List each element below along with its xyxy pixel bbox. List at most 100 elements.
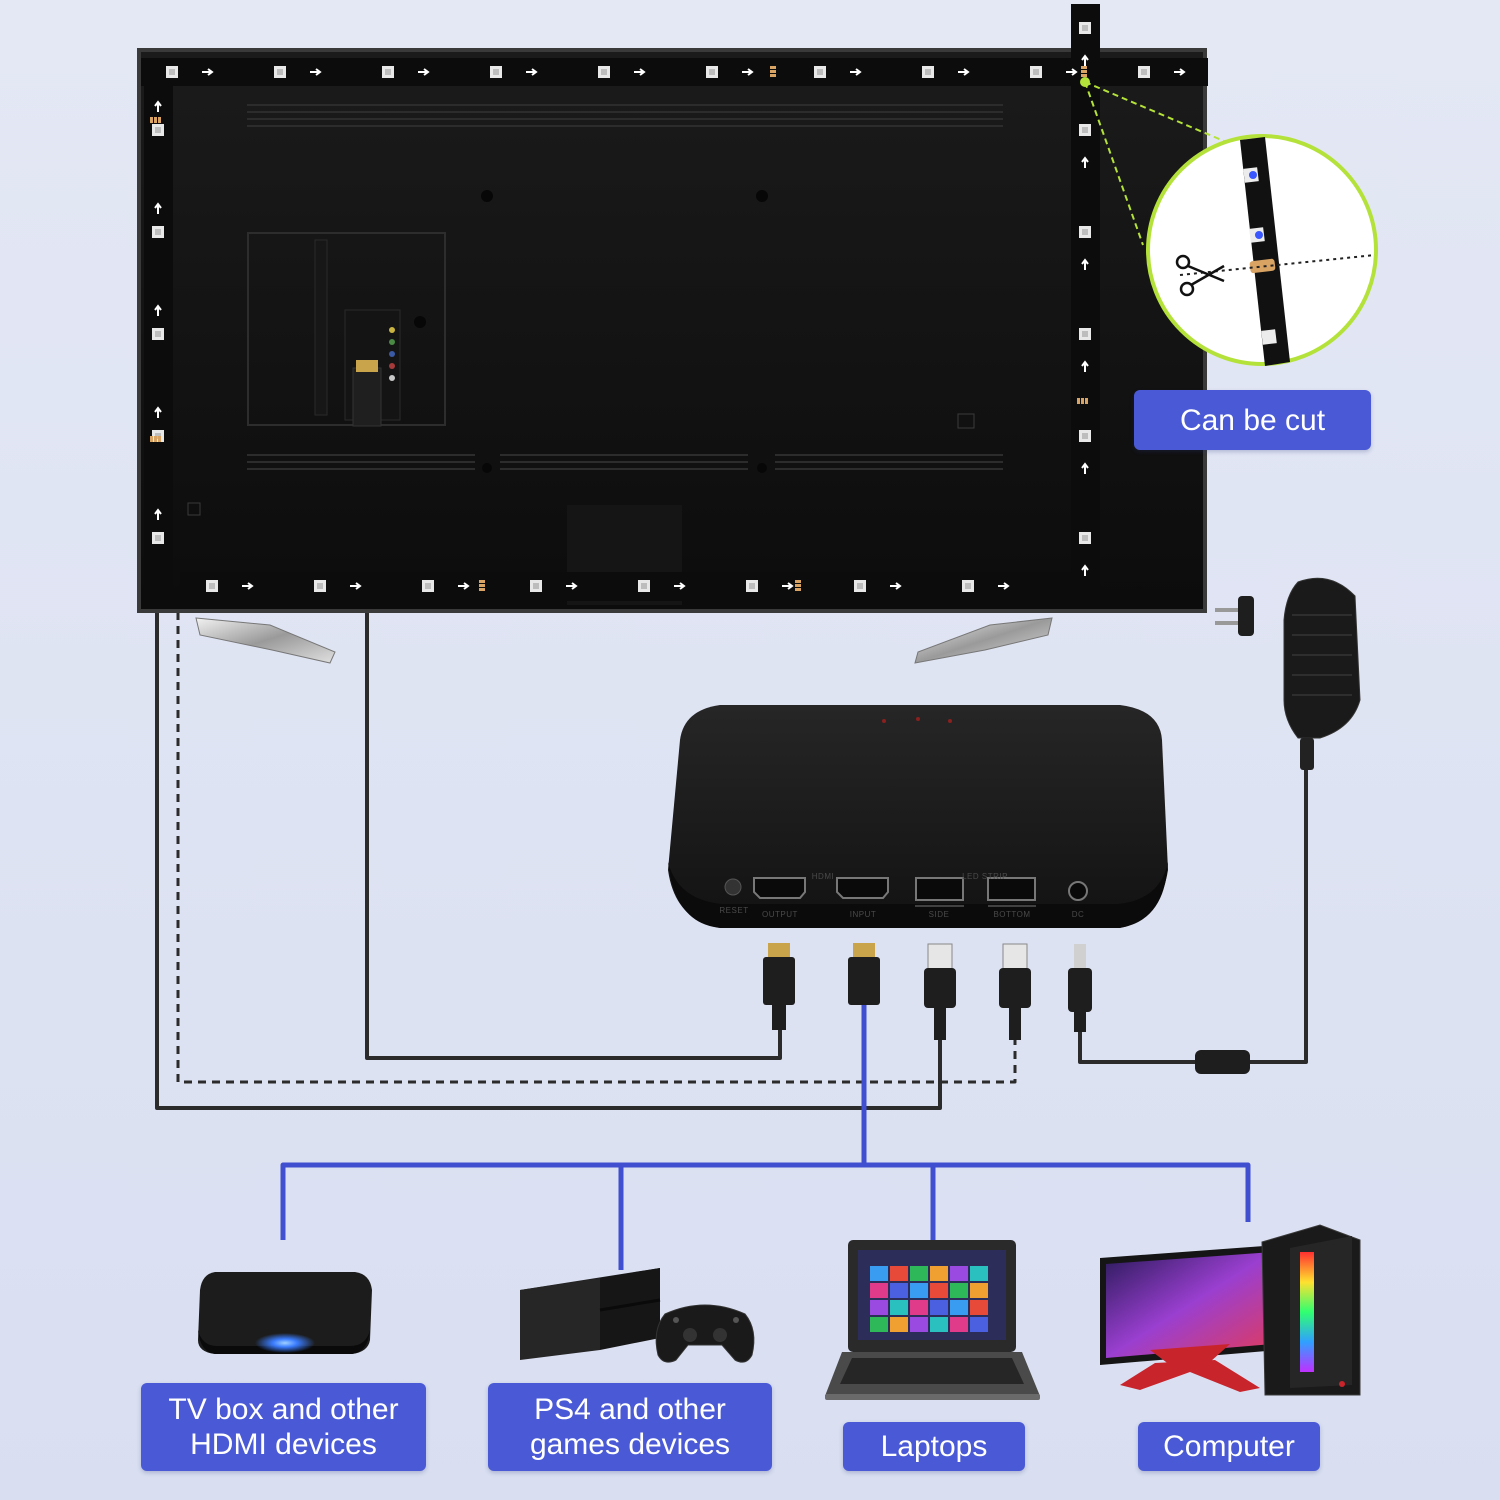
- arrow-icon: [350, 582, 362, 590]
- copper-pad: [770, 66, 776, 69]
- power-adapter-icon: [1195, 577, 1361, 1074]
- hub-label-side: SIDE: [928, 910, 950, 919]
- laptop-tile: [910, 1317, 928, 1332]
- copper-pad: [795, 588, 801, 591]
- arrow-icon: [1081, 54, 1089, 66]
- copper-pad: [770, 70, 776, 73]
- laptop-tile: [890, 1300, 908, 1315]
- usb-side-port: [915, 877, 964, 901]
- ps4-device: [520, 1268, 755, 1363]
- arrow-icon: [1081, 360, 1089, 372]
- laptop-tile: [890, 1266, 908, 1281]
- arrow-icon: [1081, 462, 1089, 474]
- tv-box-label: TV box and other HDMI devices: [141, 1383, 426, 1471]
- dc-connector-icon: [1068, 944, 1092, 1032]
- arrow-icon: [958, 68, 970, 76]
- hub-label-output: OUTPUT: [762, 910, 798, 919]
- laptop-tile: [870, 1300, 888, 1315]
- arrow-icon: [634, 68, 646, 76]
- led-strip-bottom: [180, 572, 1077, 601]
- usb-connector-icon: [924, 943, 956, 1040]
- arrow-icon: [202, 68, 214, 76]
- laptop-tile: [930, 1283, 948, 1298]
- hdmi-output-cable: [365, 612, 782, 1060]
- copper-pad: [479, 588, 485, 591]
- arrow-icon: [782, 582, 794, 590]
- arrow-icon: [154, 304, 162, 316]
- laptop-tile: [910, 1300, 928, 1315]
- tv-back: [137, 48, 1207, 664]
- computer-label: Computer: [1138, 1422, 1320, 1471]
- copper-pad: [1081, 70, 1087, 73]
- arrow-icon: [154, 406, 162, 418]
- laptop-tile: [890, 1317, 908, 1332]
- hub-label-hdmi: HDMI: [811, 872, 835, 881]
- copper-pad: [795, 584, 801, 587]
- arrow-icon: [1081, 564, 1089, 576]
- hub-label-led-strip: LED STRIP: [962, 872, 1008, 881]
- scissors-icon: [1175, 254, 1225, 297]
- hdmi-plug-in-tv: [352, 360, 382, 427]
- laptop-tile: [950, 1300, 968, 1315]
- laptop-screen-tiles: [870, 1266, 988, 1332]
- copper-pad: [154, 117, 157, 123]
- arrow-icon: [1066, 68, 1078, 76]
- laptop-tile: [870, 1266, 888, 1281]
- copper-pad: [1085, 398, 1088, 404]
- laptop-tile: [890, 1283, 908, 1298]
- arrow-icon: [154, 508, 162, 520]
- hdmi-connector-icon: [763, 943, 795, 1030]
- tv-box-device: [198, 1272, 372, 1354]
- copper-pad: [1081, 74, 1087, 77]
- laptop-tile: [970, 1317, 988, 1332]
- hub-label-input: INPUT: [849, 910, 877, 919]
- led-strips: [141, 4, 1208, 608]
- usb-bottom-cable-dashed: [176, 612, 1017, 1084]
- arrow-icon: [742, 68, 754, 76]
- cables: [155, 612, 1308, 1270]
- arrow-icon: [310, 68, 322, 76]
- cut-zoom-callout: [1080, 77, 1378, 366]
- tv-stand-right: [914, 617, 1053, 664]
- arrow-icon: [154, 202, 162, 214]
- laptop-tile: [950, 1283, 968, 1298]
- connectors: [763, 943, 1092, 1040]
- copper-pad: [150, 117, 153, 123]
- laptop-tile: [970, 1300, 988, 1315]
- copper-pad: [1081, 66, 1087, 69]
- copper-pad: [150, 436, 153, 442]
- hdmi-connector-icon: [848, 943, 880, 1005]
- arrow-icon: [674, 582, 686, 590]
- can-be-cut-label: Can be cut: [1134, 390, 1371, 450]
- arrow-icon: [1081, 258, 1089, 270]
- tv-stand-left: [195, 617, 336, 664]
- copper-pad: [479, 580, 485, 583]
- hub-label-bottom: BOTTOM: [993, 910, 1031, 919]
- led-strip-top-extension: [1095, 58, 1207, 86]
- laptop-tile: [930, 1300, 948, 1315]
- arrow-icon: [242, 582, 254, 590]
- usb-connector-icon: [999, 943, 1031, 1040]
- hub-label-reset: RESET: [719, 906, 749, 915]
- copper-pad: [770, 74, 776, 77]
- arrow-icon: [458, 582, 470, 590]
- laptop-tile: [870, 1317, 888, 1332]
- arrow-icon: [526, 68, 538, 76]
- led-strip-right: [1071, 4, 1100, 604]
- copper-pad: [1081, 398, 1084, 404]
- laptop-tile: [950, 1266, 968, 1281]
- copper-pad: [158, 117, 161, 123]
- dc-cable: [1078, 1030, 1195, 1064]
- game-controller-icon: [655, 1304, 755, 1363]
- dc-port: [1068, 881, 1088, 901]
- laptop-tile: [930, 1266, 948, 1281]
- hub-label-dc: DC: [1071, 910, 1085, 919]
- arrow-icon: [154, 100, 162, 112]
- arrow-icon: [998, 582, 1010, 590]
- arrow-icon: [1081, 156, 1089, 168]
- copper-pad: [1077, 398, 1080, 404]
- copper-pad: [479, 584, 485, 587]
- laptops-label: Laptops: [843, 1422, 1025, 1471]
